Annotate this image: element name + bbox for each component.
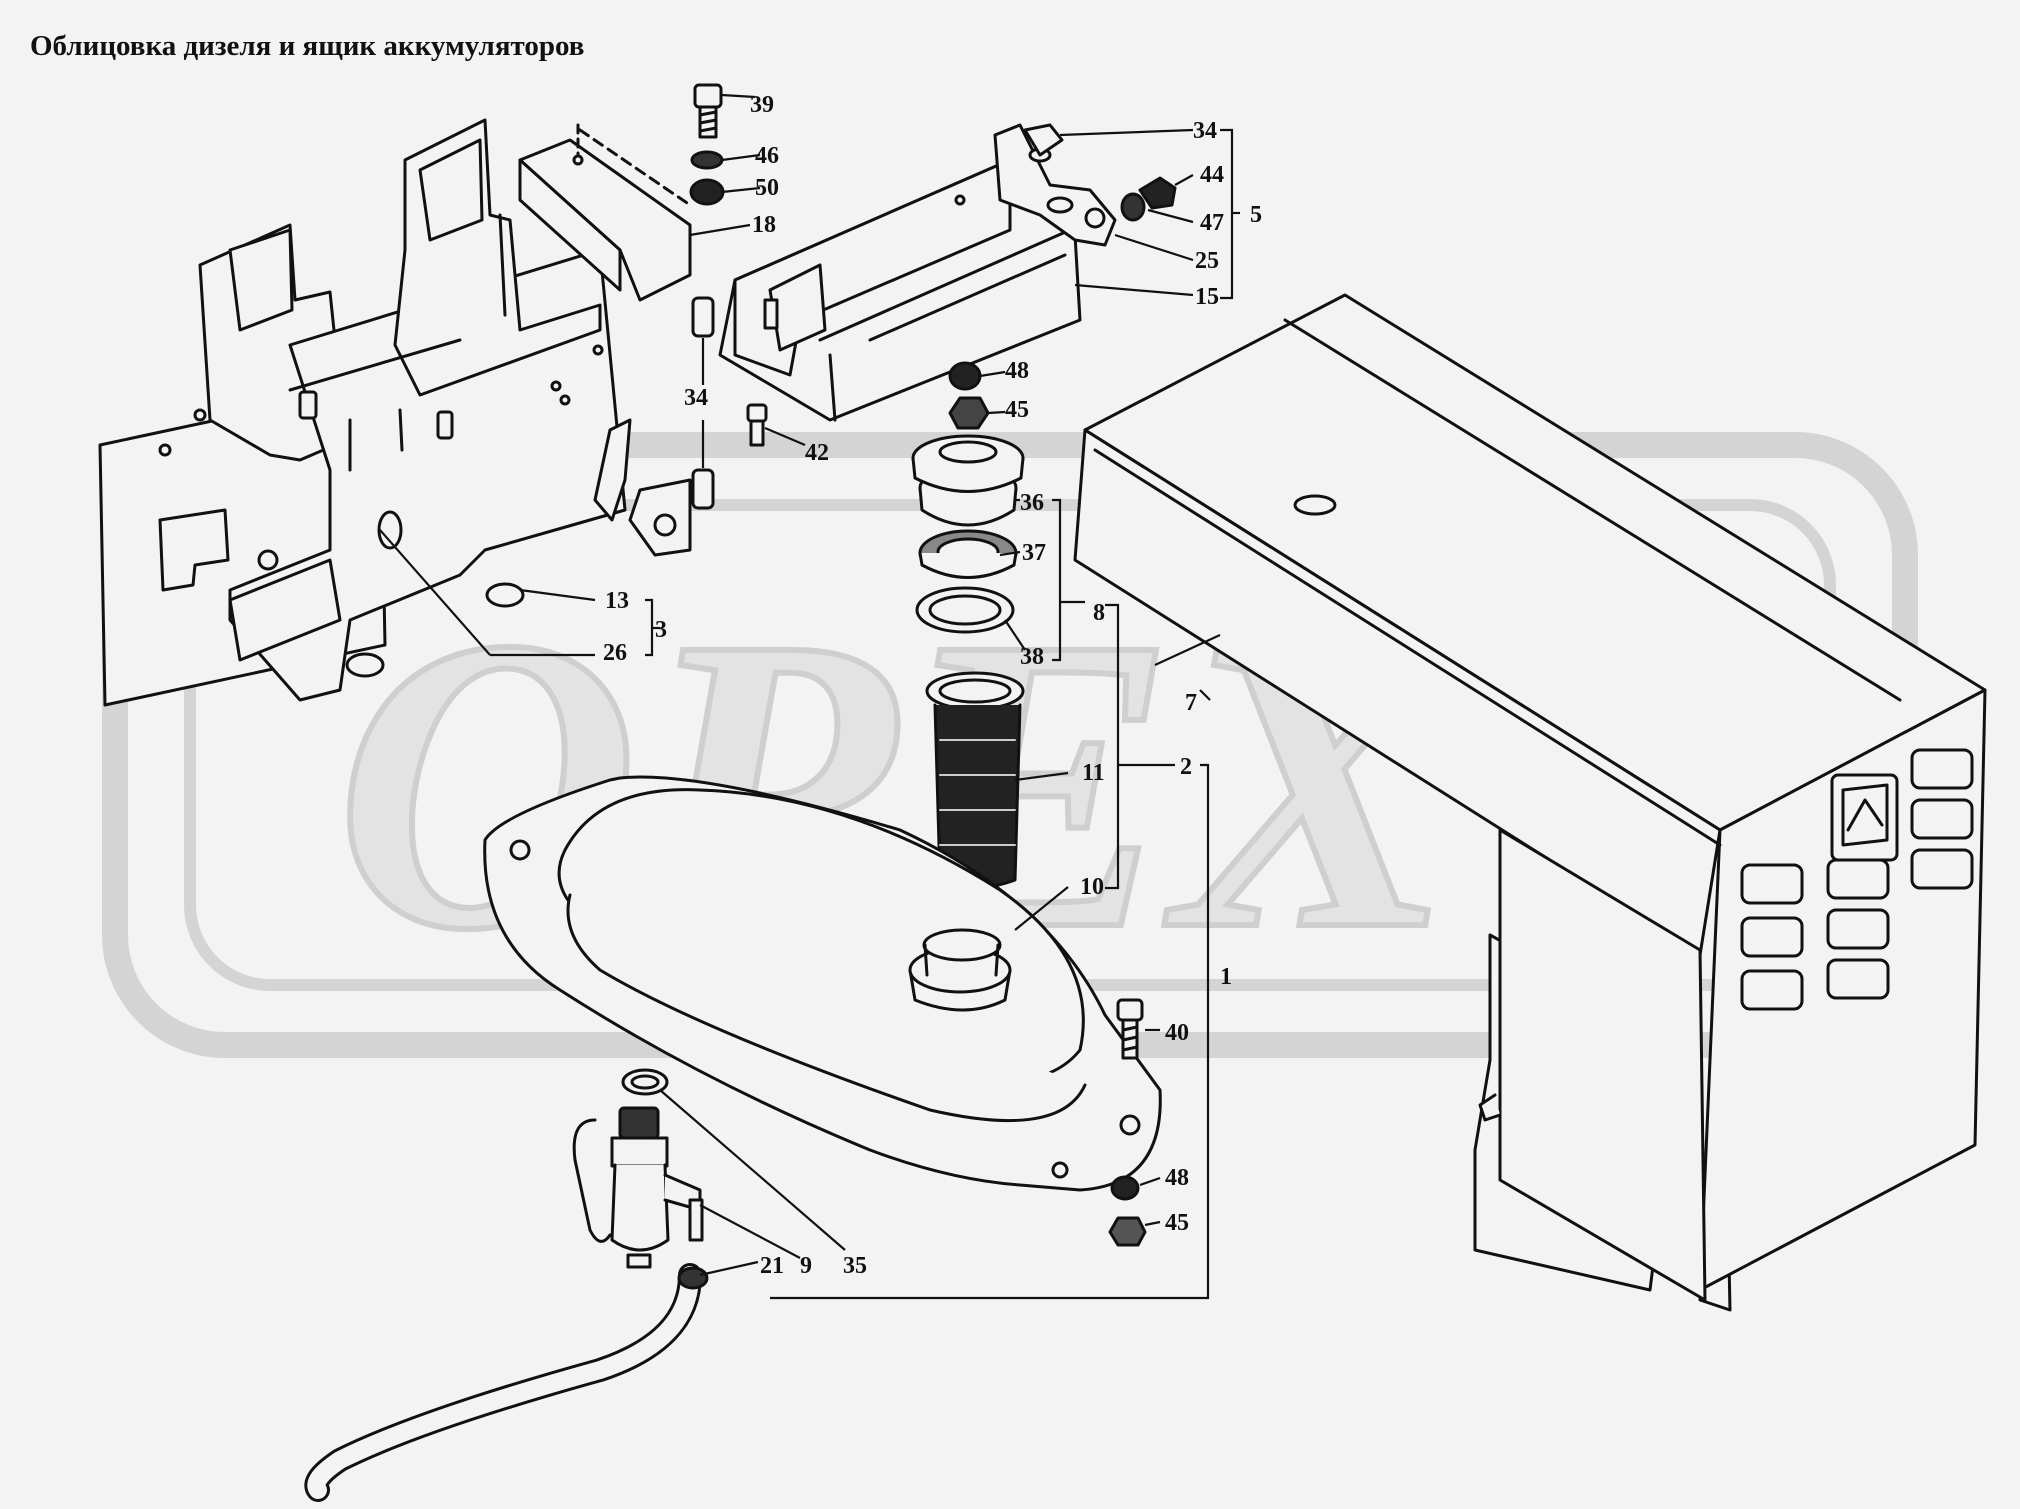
diagram-title: Облицовка дизеля и ящик аккумуляторов [30,30,585,62]
callout-15: 15 [1195,284,1219,310]
callout-21: 21 [760,1253,784,1279]
callout-40: 40 [1165,1020,1189,1046]
callout-34-spacer: 34 [684,385,708,411]
callout-47: 47 [1200,210,1224,236]
bracket-assembly-part [98,118,692,707]
hose-21-end [677,1266,709,1290]
fuel-tank-10 [483,775,1162,1192]
nut-44 [1138,176,1177,210]
nut-48-lower [1110,1175,1140,1201]
callout-48: 48 [1005,358,1029,384]
battery-tray-15 [718,158,1082,422]
callout-5: 5 [1250,202,1262,228]
filler-cap-36 [911,434,1025,527]
washer-35 [621,1068,669,1096]
callout-8: 8 [1093,600,1105,626]
washer-47 [1120,192,1146,222]
callout-2: 2 [1180,754,1192,780]
callout-7: 7 [1185,690,1197,716]
callout-3: 3 [655,617,667,643]
gasket-37 [918,529,1018,579]
washer-50 [689,178,725,206]
ring-38 [915,586,1015,634]
callout-48-lower: 48 [1165,1165,1189,1191]
callout-44: 44 [1200,162,1224,188]
nut-48-upper [948,361,982,391]
callout-9: 9 [800,1253,812,1279]
vent-grille [1740,748,1974,1011]
callout-45: 45 [1005,397,1029,423]
spacer-34-upper [691,296,715,338]
drain-valve-9 [572,1106,704,1269]
callout-45-lower: 45 [1165,1210,1189,1236]
bolt-39 [693,83,723,139]
callout-46: 46 [755,143,779,169]
callout-50: 50 [755,175,779,201]
callout-18: 18 [752,212,776,238]
cover-plate-18 [518,123,692,302]
callout-39: 39 [750,92,774,118]
callout-labels: 39 46 50 18 34 44 47 5 25 15 34 48 45 42… [603,92,1262,1279]
spacer-34-lower [691,468,715,510]
callout-37: 37 [1022,540,1046,566]
leader-lines [379,93,1240,1300]
battery-box-7 [1073,293,1987,1312]
bracket-25 [993,123,1117,247]
bolt-40 [1116,998,1144,1060]
filter-11 [925,671,1025,889]
callout-34: 34 [1193,118,1217,144]
nut-45-upper [948,396,990,430]
callout-13: 13 [605,588,629,614]
callout-42: 42 [805,440,829,466]
hose-21 [304,1263,702,1502]
hose-21-inner [307,1266,699,1499]
callout-1: 1 [1220,964,1232,990]
bolt-42 [746,403,768,447]
callout-25: 25 [1195,248,1219,274]
callout-11: 11 [1082,760,1105,786]
nut-45-lower [1108,1216,1147,1247]
washer-46 [690,150,724,170]
callout-10: 10 [1080,874,1104,900]
callout-35: 35 [843,1253,867,1279]
callout-26: 26 [603,640,627,666]
callout-38: 38 [1020,644,1044,670]
callout-36: 36 [1020,490,1044,516]
